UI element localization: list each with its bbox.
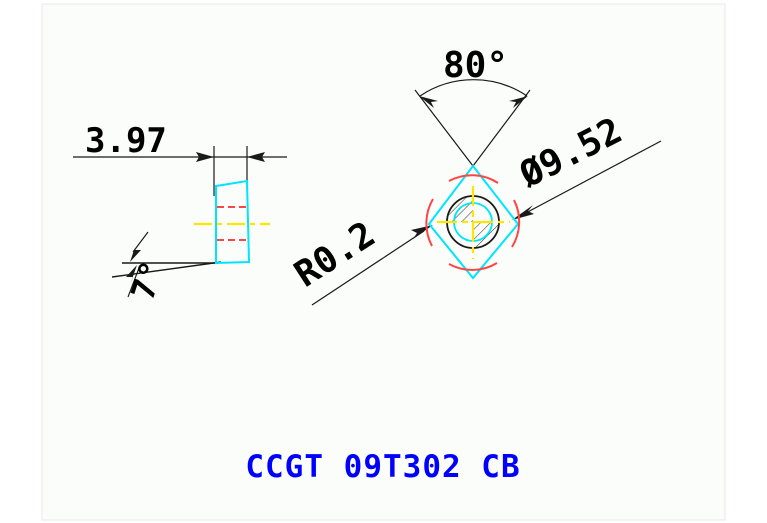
insert-side-profile <box>215 179 251 265</box>
dimension-arrow-right <box>247 152 265 162</box>
chipbreaker-arc-right <box>511 199 521 248</box>
thickness-dimension-label: 3.97 <box>85 121 167 161</box>
chipbreaker-arcs <box>425 174 521 271</box>
angle-arrow-right <box>509 96 528 108</box>
chipbreaker-arc-left <box>425 198 434 247</box>
chipbreaker-arc-top <box>448 174 499 184</box>
included-angle-label: 80° <box>443 45 508 86</box>
angle-leg-right <box>472 89 531 167</box>
angle-dimension-arc <box>419 79 528 97</box>
insert-designation-title: CCGT 09T302 CB <box>245 449 520 485</box>
clearance-leader-line <box>132 231 149 253</box>
drawing-panel-background <box>41 3 726 521</box>
angle-arrow-left <box>419 96 438 108</box>
thickness-dimension: 3.97 <box>73 121 287 196</box>
clearance-angle-arrow <box>126 265 137 285</box>
insert-diamond-outline <box>427 164 520 280</box>
included-angle-dimension: 80° <box>414 45 531 167</box>
chipbreaker-arc-bottom <box>448 262 498 271</box>
clearance-angle-extension <box>127 267 140 298</box>
diameter-leader-line <box>521 140 662 216</box>
clearance-leader-arrow <box>130 244 141 262</box>
angle-leg-left <box>414 89 474 167</box>
dimension-arrow-left <box>196 152 214 162</box>
corner-radius-leader-line <box>311 230 425 306</box>
diameter-leader-arrow <box>512 205 534 220</box>
